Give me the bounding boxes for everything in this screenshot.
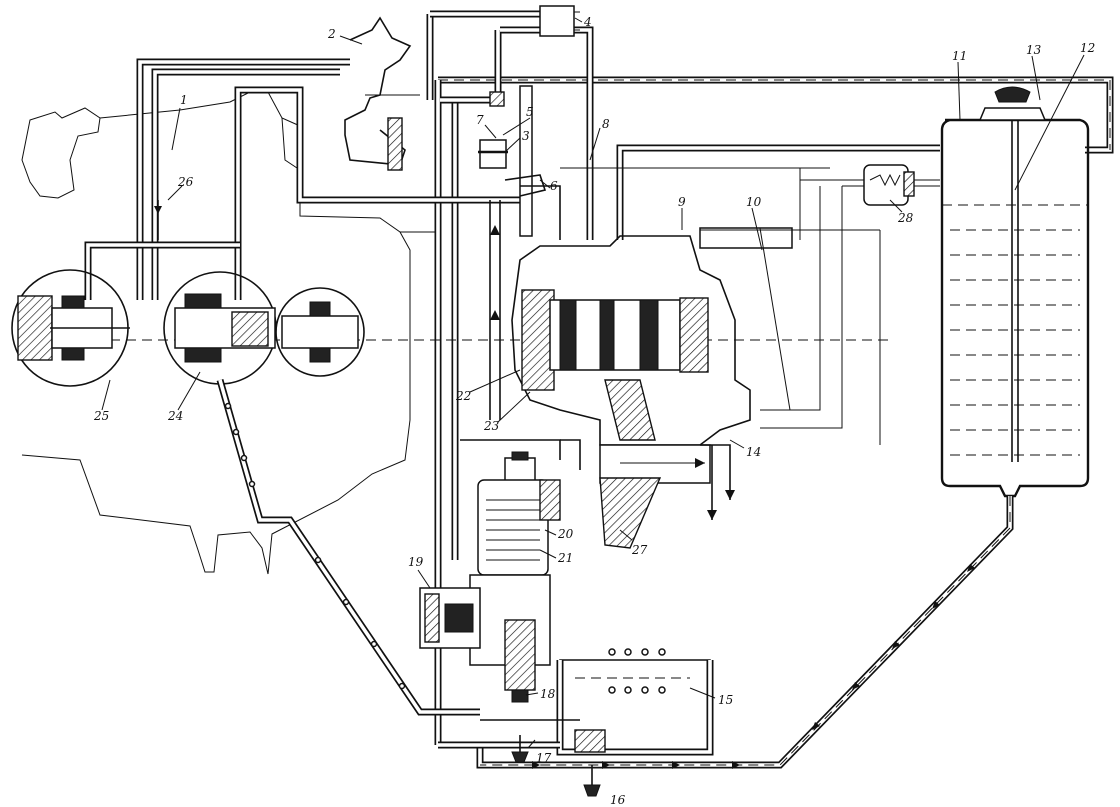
filter-pump-stack bbox=[419, 451, 561, 703]
leader-lines bbox=[101, 17, 1085, 749]
callout-25: 25 bbox=[93, 409, 109, 423]
callout-2: 2 bbox=[327, 27, 336, 41]
oil-tank-11 bbox=[940, 86, 1090, 498]
callout-15: 15 bbox=[718, 693, 733, 707]
pump-27 bbox=[599, 444, 735, 549]
callout-24: 24 bbox=[167, 409, 183, 423]
callout-4: 4 bbox=[583, 15, 592, 29]
scavenge-pipe bbox=[216, 379, 480, 716]
unit-26-line bbox=[154, 200, 162, 240]
callout-8: 8 bbox=[602, 117, 610, 131]
sump-drips bbox=[608, 648, 666, 694]
callout-13: 13 bbox=[1026, 43, 1042, 57]
callout-20: 20 bbox=[557, 527, 574, 541]
unit-2-breather bbox=[344, 16, 420, 171]
callout-10: 10 bbox=[746, 195, 762, 209]
callout-18: 18 bbox=[540, 687, 556, 701]
relief-valve-28 bbox=[863, 164, 915, 206]
pipe-beads bbox=[224, 402, 406, 690]
bottom-drain bbox=[438, 719, 601, 797]
bearing-detail-25 bbox=[11, 269, 130, 387]
callout-16: 16 bbox=[610, 793, 626, 807]
callout-12: 12 bbox=[1080, 41, 1095, 55]
callout-21: 21 bbox=[557, 551, 573, 565]
coupling-detail bbox=[275, 287, 365, 377]
callout-26: 26 bbox=[177, 175, 194, 189]
unit-4-box bbox=[539, 5, 580, 37]
callout-11: 11 bbox=[952, 49, 967, 63]
tank-drain-pipe bbox=[476, 496, 1014, 769]
callout-1: 1 bbox=[180, 93, 188, 107]
callout-6: 6 bbox=[550, 179, 558, 193]
callout-17: 17 bbox=[536, 751, 552, 765]
main-gearbox bbox=[511, 227, 881, 446]
valve-group-3-7 bbox=[478, 85, 561, 240]
callout-22: 22 bbox=[455, 389, 471, 403]
sump-15 bbox=[556, 648, 714, 756]
callout-23: 23 bbox=[483, 419, 500, 433]
filter-bellows bbox=[486, 499, 540, 561]
callout-3: 3 bbox=[522, 129, 530, 143]
callout-14: 14 bbox=[746, 445, 761, 459]
callout-5: 5 bbox=[526, 105, 534, 119]
callout-19: 19 bbox=[408, 555, 424, 569]
engine-outline bbox=[21, 91, 440, 575]
tank-feed-pipe bbox=[560, 144, 940, 429]
callout-labels: 1 2 3 4 5 6 7 8 9 10 11 12 13 14 15 16 1… bbox=[93, 15, 1095, 807]
callout-27: 27 bbox=[631, 543, 648, 557]
bearing-detail-24 bbox=[163, 271, 277, 385]
callout-9: 9 bbox=[678, 195, 686, 209]
callout-7: 7 bbox=[476, 113, 484, 127]
upper-left-pipes bbox=[84, 10, 594, 300]
flow-arrows-drain bbox=[532, 564, 975, 769]
callout-28: 28 bbox=[897, 211, 914, 225]
oil-level-lines bbox=[950, 229, 1080, 456]
